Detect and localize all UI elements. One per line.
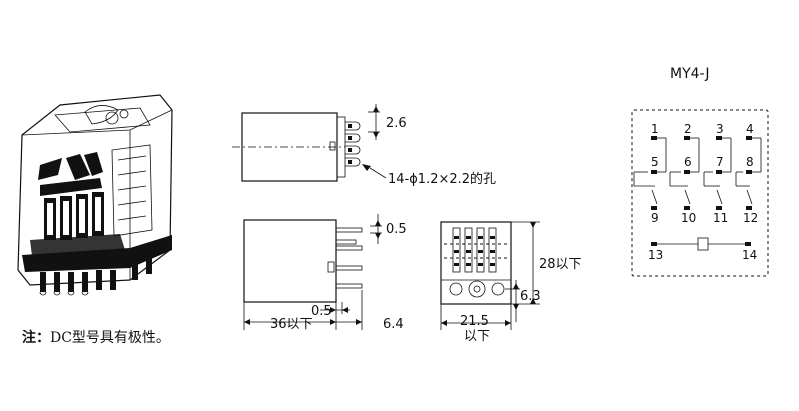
- side-view-drawing: [232, 104, 387, 182]
- relay-photo-illustration: [17, 94, 173, 296]
- note-prefix: 注：: [22, 330, 50, 346]
- pin-label-8: 8: [746, 155, 754, 169]
- front-view-drawing: [243, 214, 382, 330]
- pin-label-12: 12: [743, 211, 758, 225]
- schematic-title: MY4-J: [670, 66, 710, 82]
- pin-label-6: 6: [684, 155, 692, 169]
- pin-label-11: 11: [713, 211, 728, 225]
- hole-spec-label: 14-ϕ1.2×2.2的孔: [388, 171, 496, 187]
- pin-label-10: 10: [681, 211, 696, 225]
- polarity-note: 注：DC型号具有极性。: [22, 327, 170, 347]
- pin-label-14: 14: [742, 248, 757, 262]
- pin-label-5: 5: [651, 155, 659, 169]
- schematic-diagram: [631, 109, 769, 277]
- body-length-label: 36以下: [270, 317, 313, 332]
- end-view-drawing: [440, 221, 540, 330]
- note-text: DC型号具有极性。: [50, 330, 170, 346]
- pin-label-7: 7: [716, 155, 724, 169]
- pin-label-2: 2: [684, 122, 692, 136]
- pin-label-1: 1: [651, 122, 659, 136]
- pin-pitch-label: 2.6: [386, 116, 407, 131]
- pin-label-4: 4: [746, 122, 754, 136]
- width-label: 21.5: [460, 314, 489, 329]
- pin-thickness-label: 0.5: [386, 222, 407, 237]
- pin-label-9: 9: [651, 211, 659, 225]
- width-suffix-label: 以下: [464, 329, 490, 344]
- pin-label-13: 13: [648, 248, 663, 262]
- pin-length-label: 6.4: [383, 317, 404, 332]
- bottom-offset-label: 0.5: [311, 304, 332, 319]
- pin-offset-label: 6.3: [520, 289, 541, 304]
- height-label: 28以下: [539, 257, 582, 272]
- pin-label-3: 3: [716, 122, 724, 136]
